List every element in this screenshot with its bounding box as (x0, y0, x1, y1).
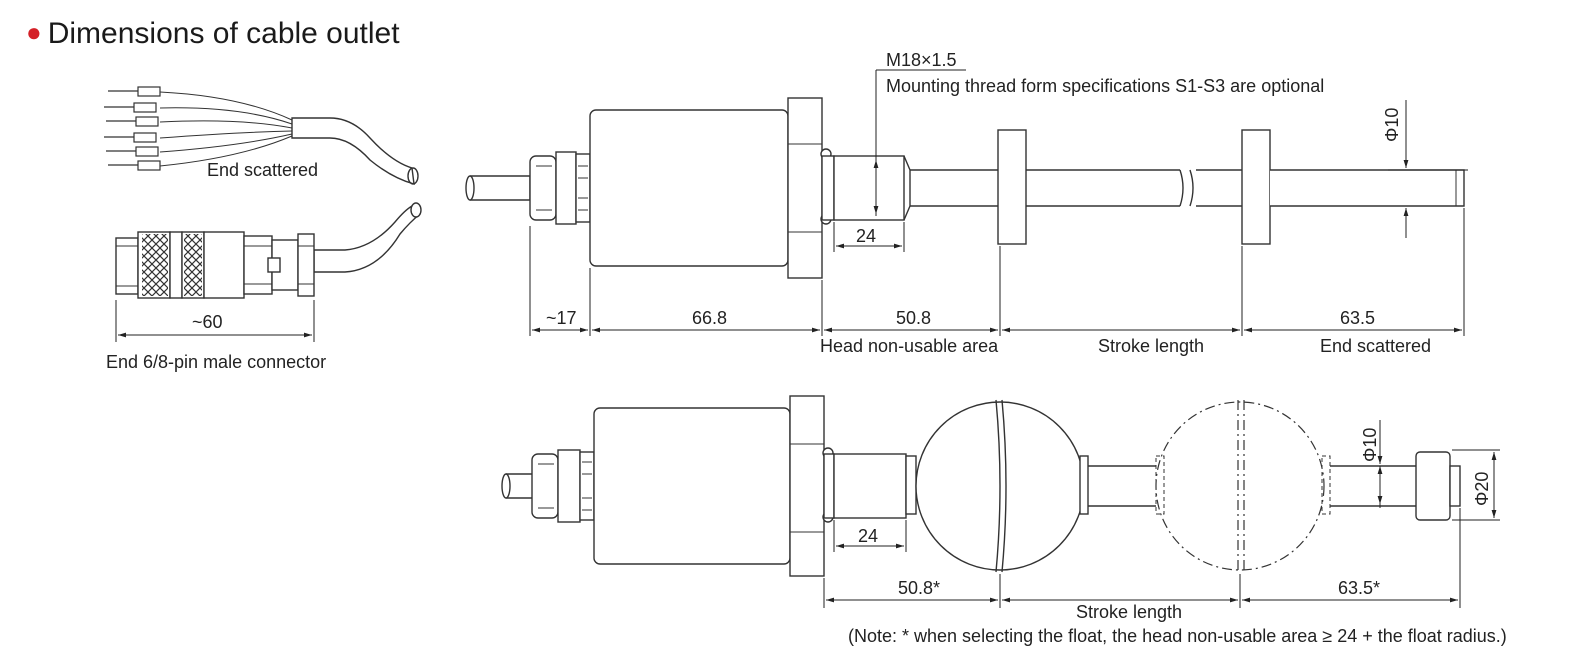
stroke-zone-label: Stroke length (1098, 336, 1204, 356)
top-baseline-dimensions (529, 208, 1465, 336)
scattered-wire-illustration (104, 86, 419, 185)
thread-spec-leader (873, 69, 966, 216)
bottom-thread-length: 24 (858, 526, 878, 546)
bottom-head-length: 50.8* (898, 578, 940, 598)
section-title-text: Dimensions of cable outlet (47, 17, 400, 50)
bottom-end-length: 63.5* (1338, 578, 1380, 598)
end-zone-label: End scattered (1320, 336, 1431, 356)
thread-spec: M18×1.5 (886, 50, 957, 70)
float-note: (Note: * when selecting the float, the h… (848, 626, 1507, 646)
top-end-length: 63.5 (1340, 308, 1375, 328)
top-rod-diameter-dimension (1388, 100, 1468, 238)
top-thread-length: 24 (856, 226, 876, 246)
top-gland-length: ~17 (546, 308, 577, 328)
scattered-label: End scattered (207, 160, 318, 180)
thread-note: Mounting thread form specifications S1-S… (886, 76, 1324, 96)
bottom-end-diameter: Φ20 (1472, 472, 1492, 506)
section-title: ●Dimensions of cable outlet (26, 14, 400, 54)
top-rod-diameter: Φ10 (1382, 108, 1402, 142)
bottom-thread-length-dimension (833, 520, 907, 552)
top-housing-length: 66.8 (692, 308, 727, 328)
top-thread-length-dimension (833, 222, 905, 252)
top-head-length: 50.8 (896, 308, 931, 328)
connector-illustration (115, 202, 422, 299)
head-zone-label: Head non-usable area (820, 336, 999, 356)
bottom-rod-diameter: Φ10 (1360, 428, 1380, 462)
bottom-sensor-body (501, 395, 1461, 577)
connector-length: ~60 (192, 312, 223, 332)
bullet-dot-icon: ● (26, 17, 42, 47)
bottom-baseline-dimensions (823, 508, 1461, 608)
connector-length-dimension (115, 300, 315, 342)
top-sensor-body (465, 97, 1465, 279)
connector-label: End 6/8-pin male connector (106, 352, 326, 372)
bottom-stroke-label: Stroke length (1076, 602, 1182, 622)
